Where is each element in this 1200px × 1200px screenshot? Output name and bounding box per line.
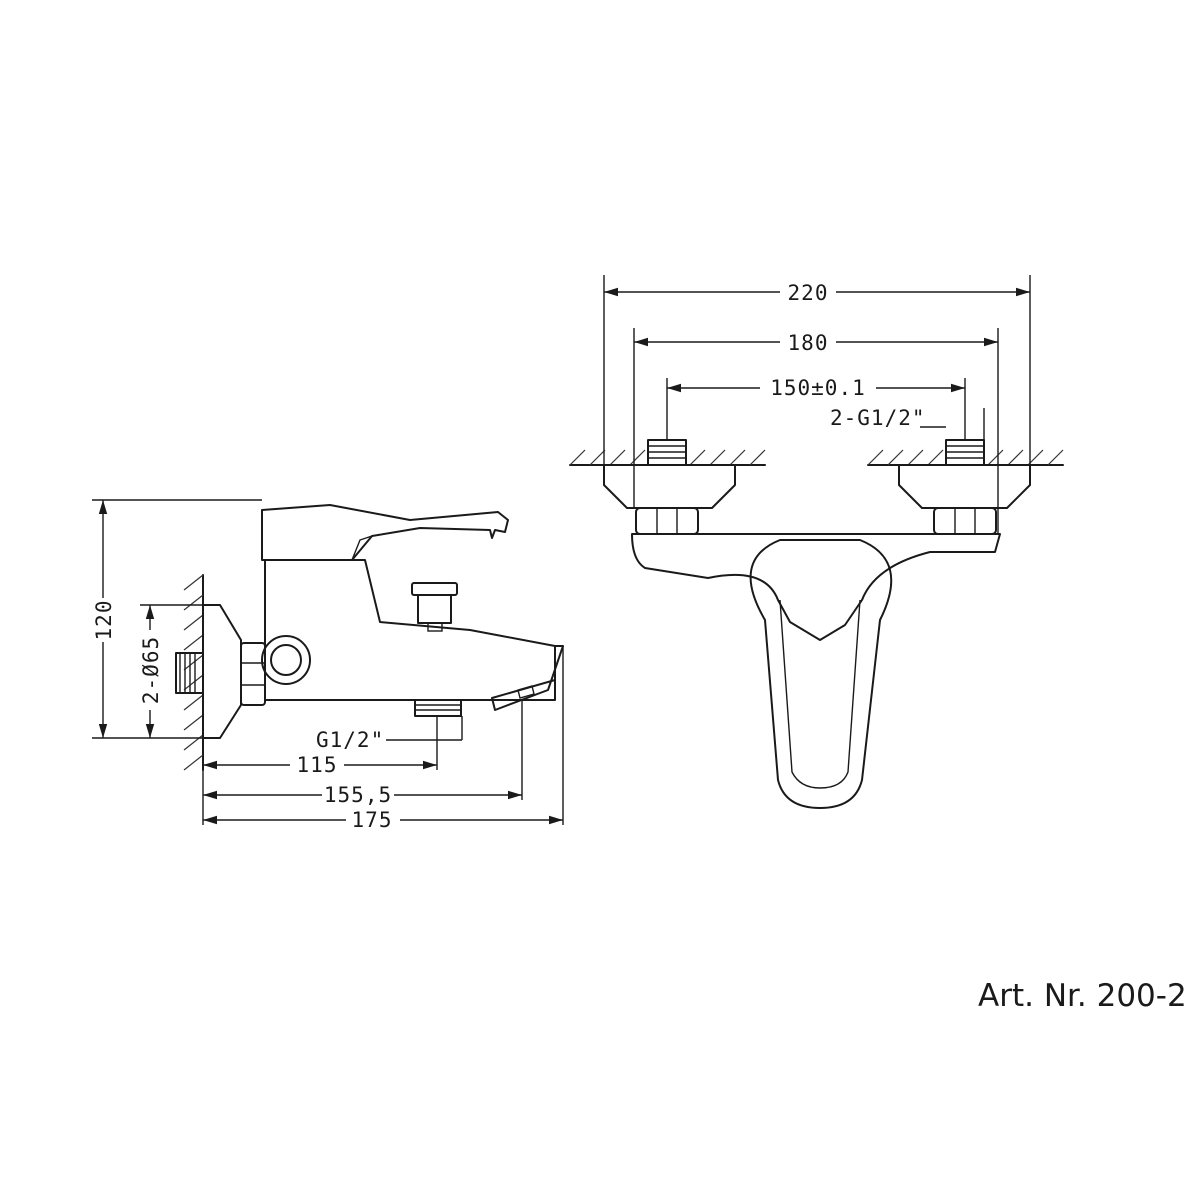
front-escutcheon-left <box>603 464 736 509</box>
dim-thread-label: G1/2" <box>316 728 384 752</box>
front-lever-inner <box>779 599 861 789</box>
dim-thread-front-label: 2-G1/2" <box>830 406 926 430</box>
front-wall-hatch <box>569 449 1064 466</box>
side-diverter-stem <box>417 594 452 624</box>
dim-120-label: 120 <box>92 600 116 641</box>
side-bottom-outlet <box>414 699 462 717</box>
front-body-bar <box>631 533 1001 641</box>
side-eccentric-ring <box>261 635 311 685</box>
dim-155-label: 155,5 <box>324 783 392 807</box>
dim-220-label: 220 <box>788 281 829 305</box>
side-lever-handle <box>261 504 509 561</box>
dim-115-label: 115 <box>297 753 338 777</box>
side-wall-hatch <box>183 574 204 771</box>
side-thread-stub-lines <box>179 653 196 693</box>
side-diverter-knob <box>411 582 458 596</box>
front-escutcheon-right <box>898 464 1031 509</box>
side-hex-nut <box>240 642 266 706</box>
side-body <box>264 559 556 701</box>
side-escutcheon <box>202 604 242 739</box>
side-view: 120 2-Ø65 G1/2" 115 155,5 175 <box>92 499 564 832</box>
article-number: Art. Nr. 200-2 <box>978 978 1187 1014</box>
dim-180-label: 180 <box>788 331 829 355</box>
dim-65-label: 2-Ø65 <box>139 636 163 704</box>
front-lever <box>749 539 893 809</box>
front-nut-left <box>635 507 699 535</box>
dim-175-label: 175 <box>352 808 393 832</box>
dim-150-label: 150±0.1 <box>770 376 866 400</box>
front-nut-right <box>933 507 997 535</box>
front-view: 220 180 150±0.1 2-G1/2" <box>569 275 1064 809</box>
